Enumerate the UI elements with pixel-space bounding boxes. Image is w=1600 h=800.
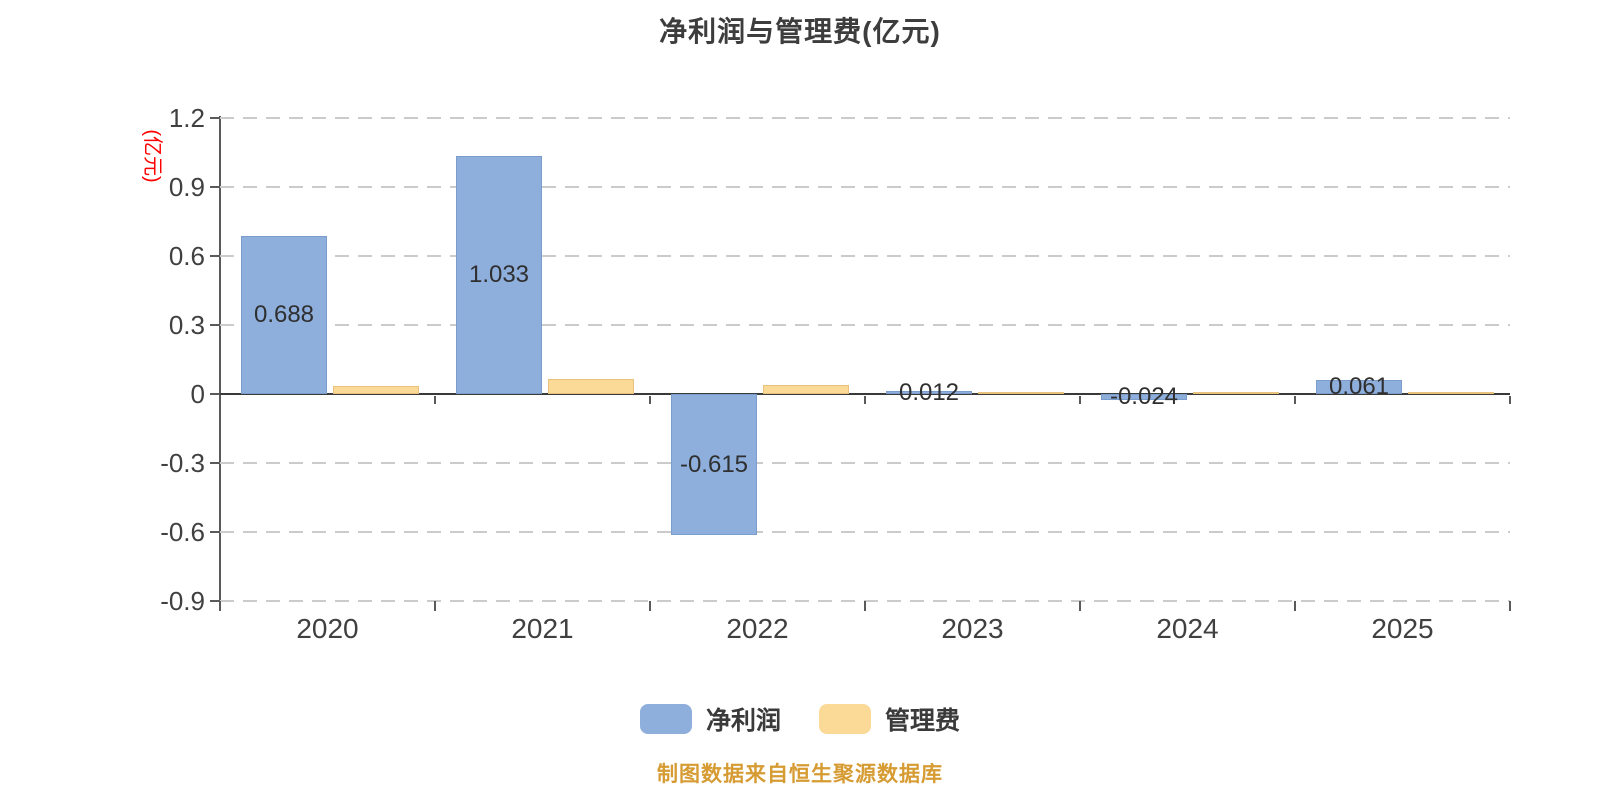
x-axis-tick-label: 2022 [726, 613, 789, 644]
净利润-bar-2021 [456, 156, 542, 394]
plot-area: 0.688 1.033 -0.615 0.012 -0.024 0.061 [220, 117, 1510, 602]
bar-value-label: 0.012 [898, 378, 960, 406]
zero-line-tick [649, 396, 651, 404]
gridline [220, 117, 1510, 119]
y-axis-tick-label: 0.6 [168, 241, 205, 271]
x-axis-tick-label: 2023 [941, 613, 1004, 644]
management-fee-swatch-icon [819, 704, 871, 734]
zero-line-tick [1294, 396, 1296, 404]
bar-value-label: -0.024 [1109, 382, 1179, 410]
x-axis-tick-label: 2020 [296, 613, 359, 644]
x-axis-tick [1294, 601, 1296, 611]
legend-label: 管理费 [885, 707, 961, 735]
gridline [220, 186, 1510, 188]
x-axis-tick [219, 601, 221, 611]
y-axis-tick [210, 393, 219, 395]
管理费-bar-2022 [763, 385, 849, 394]
管理费-bar-2021 [548, 379, 634, 394]
y-axis-tick [210, 462, 219, 464]
legend: 净利润 管理费 [0, 701, 1600, 737]
x-axis-tick [864, 601, 866, 611]
y-axis-tick [210, 186, 219, 188]
legend-label: 净利润 [705, 707, 781, 735]
zero-line-tick [864, 396, 866, 404]
net-profit-swatch-icon [639, 704, 692, 734]
净利润-bar-2024 [1101, 394, 1187, 400]
zero-line-tick [1079, 396, 1081, 404]
gridline [220, 324, 1510, 326]
y-axis-tick-label: 0.9 [168, 172, 205, 202]
y-axis-tick [210, 117, 219, 119]
y-axis-tick [210, 255, 219, 257]
bar-value-label: 1.033 [468, 261, 530, 289]
x-axis-tick [649, 601, 651, 611]
y-axis-tick-label: 0.3 [168, 310, 205, 340]
净利润-bar-2025 [1316, 379, 1402, 394]
x-axis-tick [1079, 601, 1081, 611]
y-axis-tick-label: -0.6 [160, 517, 205, 547]
净利润-bar-2020 [241, 235, 327, 394]
zero-line-tick [434, 396, 436, 404]
x-axis-tick [1509, 601, 1511, 611]
管理费-bar-2025 [1408, 392, 1494, 394]
y-axis-line [219, 116, 221, 611]
gridline [220, 255, 1510, 257]
bar-value-label: 0.061 [1328, 372, 1390, 400]
管理费-bar-2023 [978, 391, 1064, 394]
y-axis-tick [210, 531, 219, 533]
zero-line-tick [219, 396, 221, 404]
gridline [220, 531, 1510, 533]
bar-value-label: -0.615 [679, 450, 749, 478]
legend-item-net-profit: 净利润 [639, 701, 781, 737]
y-axis-tick-label: -0.3 [160, 448, 205, 478]
y-axis-tick-label: -0.9 [160, 586, 205, 616]
x-axis-tick [434, 601, 436, 611]
data-source-note: 制图数据来自恒生聚源数据库 [657, 763, 943, 786]
gridline [220, 462, 1510, 464]
y-axis-tick [210, 600, 219, 602]
zero-axis-line [220, 393, 1510, 395]
zero-line-tick [1509, 396, 1511, 404]
y-axis-tick [210, 324, 219, 326]
净利润-bar-2022 [671, 394, 757, 536]
chart-title: 净利润与管理费(亿元) [659, 16, 941, 47]
净利润-bar-2023 [886, 391, 972, 394]
legend-item-management-fee: 管理费 [819, 701, 960, 737]
y-axis-tick-label: 0 [190, 379, 205, 409]
管理费-bar-2020 [333, 385, 419, 394]
x-axis-tick-label: 2024 [1156, 613, 1219, 644]
x-axis-tick-label: 2025 [1371, 613, 1434, 644]
x-axis-tick-label: 2021 [511, 613, 574, 644]
y-axis-tick-label: 1.2 [168, 103, 205, 133]
管理费-bar-2024 [1193, 392, 1279, 394]
bar-value-label: 0.688 [253, 300, 315, 328]
